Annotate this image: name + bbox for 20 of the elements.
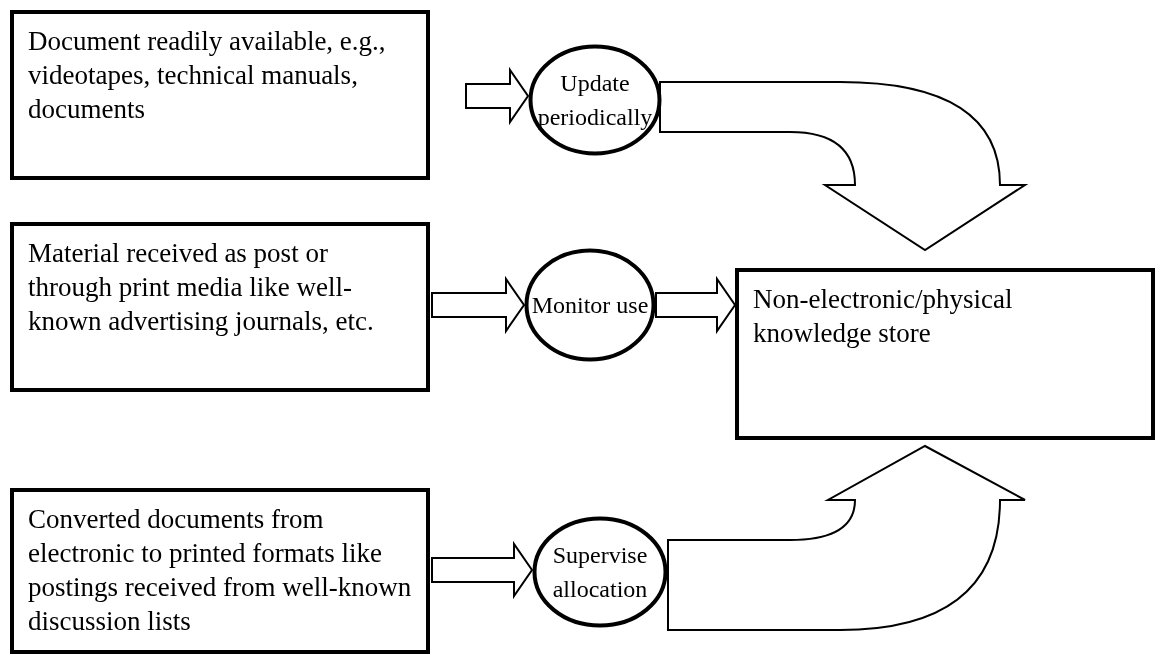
block-arrow	[659, 81, 1026, 251]
node-text: Document readily available, e.g., videotapes, technical manuals, documents	[28, 25, 387, 126]
node-text: Supervise allocation	[551, 541, 649, 604]
block-arrow	[431, 540, 534, 600]
process-ellipse	[528, 44, 662, 156]
node-text: Non-electronic/physical knowledge store	[753, 283, 1014, 350]
node-text: Material received as post or through print media like well-known advertising journals, etc.	[28, 237, 375, 338]
node-text: Converted documents from electronic to printed formats like postings received from well-known discussion lists	[28, 503, 412, 638]
text-box	[10, 488, 430, 654]
text-box	[10, 10, 430, 180]
node-text: Update periodically	[536, 69, 654, 132]
block-arrow	[465, 66, 530, 126]
process-ellipse	[524, 248, 656, 362]
text-box	[10, 222, 430, 392]
block-arrow	[667, 445, 1026, 631]
process-ellipse	[532, 516, 668, 628]
text-box	[735, 268, 1155, 440]
block-arrow	[655, 275, 737, 335]
block-arrow	[431, 275, 526, 335]
node-text: Monitor use	[531, 291, 649, 320]
